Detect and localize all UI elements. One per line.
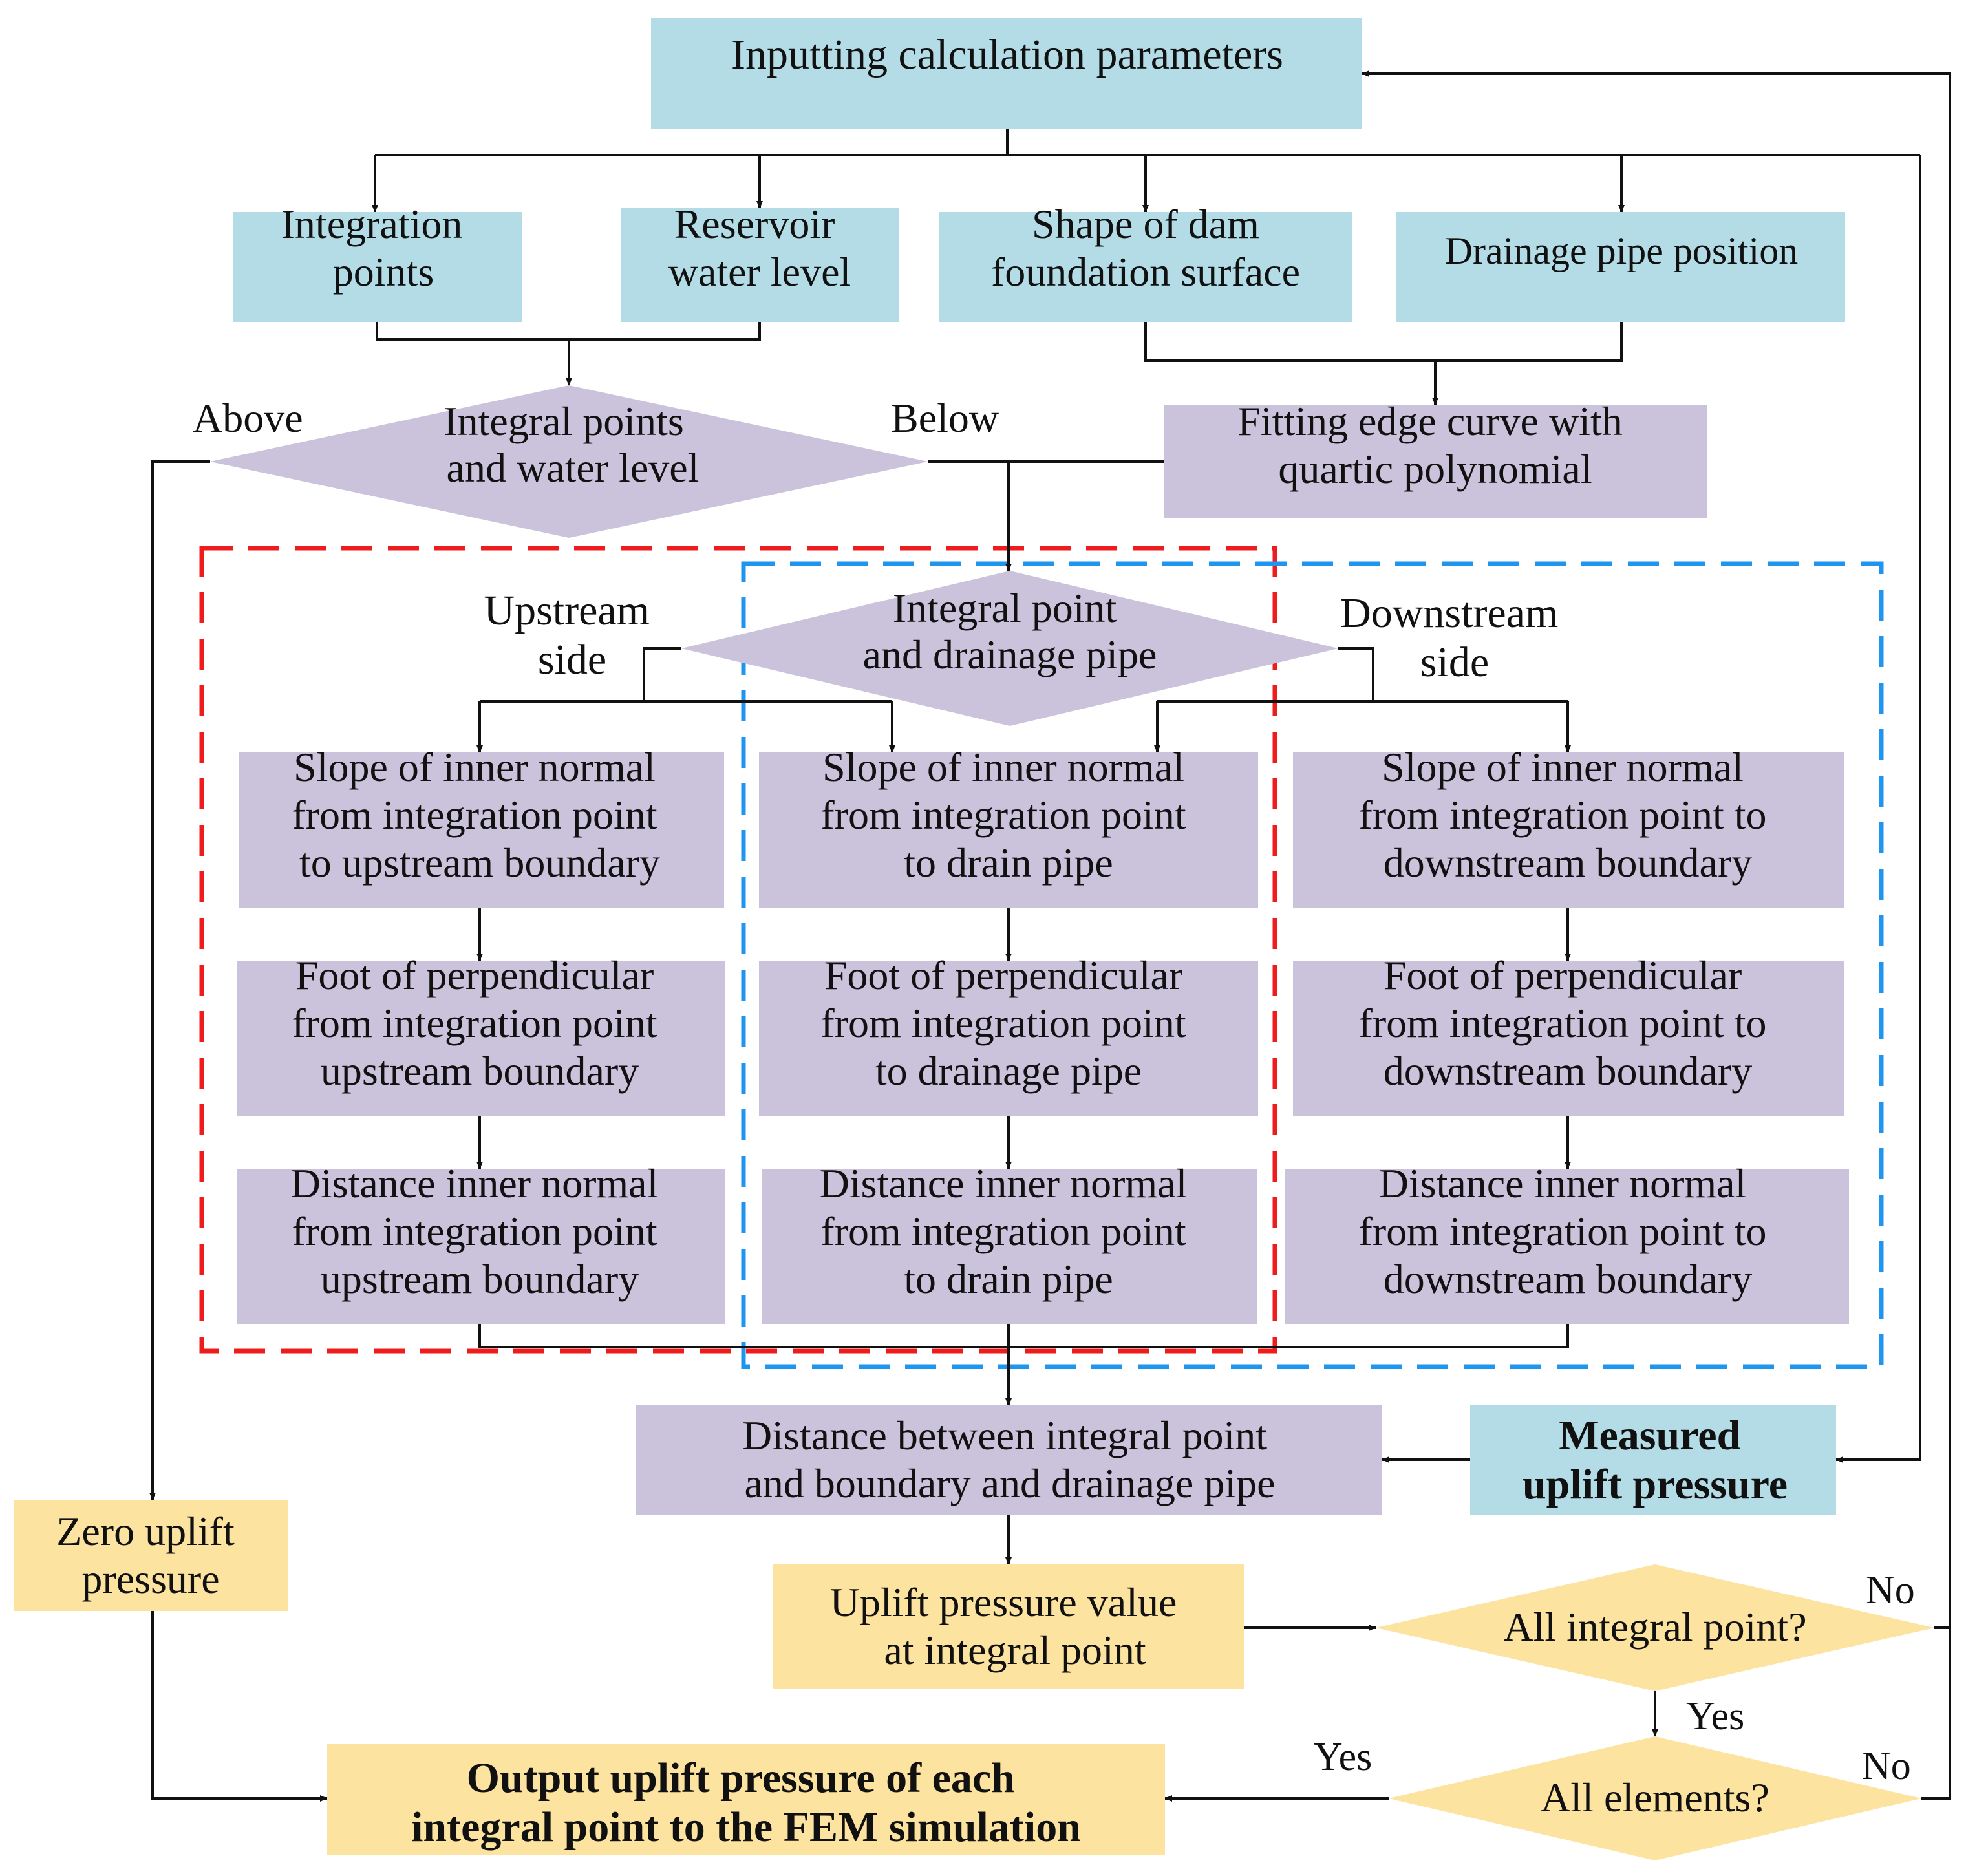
measured-text: Measured uplift pressure xyxy=(1523,1412,1788,1508)
edge-right-loop-down xyxy=(1835,155,1921,1463)
decision-drain-text: Integral point and drainage pipe xyxy=(863,585,1157,677)
reservoir-level-text: Reservoir water level xyxy=(668,201,851,295)
down-slope-text: Slope of inner normal from integration p… xyxy=(1359,744,1777,886)
decision-all-points-text: All integral point? xyxy=(1503,1604,1806,1650)
mid-distance-text: Distance inner normal from integration p… xyxy=(820,1160,1198,1302)
edge-merge-left xyxy=(376,322,761,341)
uplift-value-box xyxy=(773,1564,1244,1689)
up-foot-text: Foot of perpendicular from integration p… xyxy=(292,952,667,1094)
edge-label-above: Above xyxy=(193,395,303,441)
downstream-region xyxy=(741,561,1884,1369)
edge-zero-to-output xyxy=(151,1611,328,1802)
edge-collect xyxy=(478,1324,1569,1348)
edge-above xyxy=(149,460,210,1500)
down-slope-box xyxy=(1293,752,1844,908)
decision-all-points-diamond xyxy=(1376,1564,1934,1691)
decision-all-elements-diamond xyxy=(1389,1736,1921,1860)
connectors xyxy=(149,70,1951,1802)
up-distance-box xyxy=(237,1169,725,1324)
decision-drain-diamond xyxy=(681,571,1338,726)
edge-elements-no xyxy=(1921,1629,1951,1800)
distance-between-box xyxy=(636,1405,1382,1515)
edge-label-no-points: No xyxy=(1866,1568,1915,1612)
mid-slope-box xyxy=(759,752,1258,908)
edge-loop-to-input xyxy=(1362,70,1951,1629)
upstream-region xyxy=(199,546,1277,1354)
mid-foot-box xyxy=(759,961,1258,1116)
decision-water-text: Integral points and water level xyxy=(443,398,699,491)
up-distance-text: Distance inner normal from integration p… xyxy=(291,1160,669,1302)
upstream-label: Upstream side xyxy=(484,587,660,683)
inputting-text: Inputting calculation parameters xyxy=(731,31,1283,78)
integration-points-text: Integration points xyxy=(281,201,473,295)
edge-label-yes-points: Yes xyxy=(1686,1694,1744,1738)
distance-between-text: Distance between integral point and boun… xyxy=(742,1412,1277,1506)
uplift-value-text: Uplift pressure value at integral point xyxy=(830,1579,1188,1673)
output-box xyxy=(327,1744,1165,1855)
up-foot-box xyxy=(237,961,725,1116)
measured-box xyxy=(1470,1405,1836,1515)
node-texts: Inputting calculation parameters Integra… xyxy=(56,31,1915,1851)
inputting-box xyxy=(651,18,1362,129)
down-distance-text: Distance inner normal from integration p… xyxy=(1359,1160,1777,1302)
dam-shape-text: Shape of dam foundation surface xyxy=(991,201,1300,295)
zero-uplift-box xyxy=(14,1500,288,1611)
fitting-curve-box xyxy=(1164,405,1707,518)
edge-label-below: Below xyxy=(891,395,999,441)
up-slope-text: Slope of inner normal from integration p… xyxy=(292,744,667,886)
edge-label-yes-elements: Yes xyxy=(1314,1735,1372,1779)
mid-distance-box xyxy=(762,1169,1257,1324)
decision-all-elements-text: All elements? xyxy=(1541,1775,1769,1820)
drain-position-box xyxy=(1396,212,1845,322)
decision-water-diamond xyxy=(210,385,928,538)
zero-uplift-text: Zero uplift pressure xyxy=(56,1508,244,1602)
node-shapes xyxy=(14,18,1934,1860)
downstream-label: Downstream side xyxy=(1340,590,1569,686)
down-foot-box xyxy=(1293,961,1844,1116)
fitting-curve-text: Fitting edge curve with quartic polynomi… xyxy=(1237,398,1632,492)
edge-merge-right xyxy=(1144,322,1623,362)
down-foot-text: Foot of perpendicular from integration p… xyxy=(1359,952,1777,1094)
edge-drain-right xyxy=(1338,647,1374,701)
edge-drain-left xyxy=(643,647,681,701)
mid-foot-text: Foot of perpendicular from integration p… xyxy=(820,952,1196,1094)
edge-label-no-elements: No xyxy=(1862,1744,1911,1788)
integration-points-box xyxy=(233,212,522,322)
mid-slope-text: Slope of inner normal from integration p… xyxy=(820,744,1196,886)
reservoir-level-box xyxy=(621,208,899,322)
up-slope-box xyxy=(239,752,724,908)
dam-shape-box xyxy=(939,212,1352,322)
output-text: Output uplift pressure of each integral … xyxy=(411,1754,1081,1851)
down-distance-box xyxy=(1285,1169,1849,1324)
drain-position-text: Drainage pipe position xyxy=(1445,229,1799,272)
